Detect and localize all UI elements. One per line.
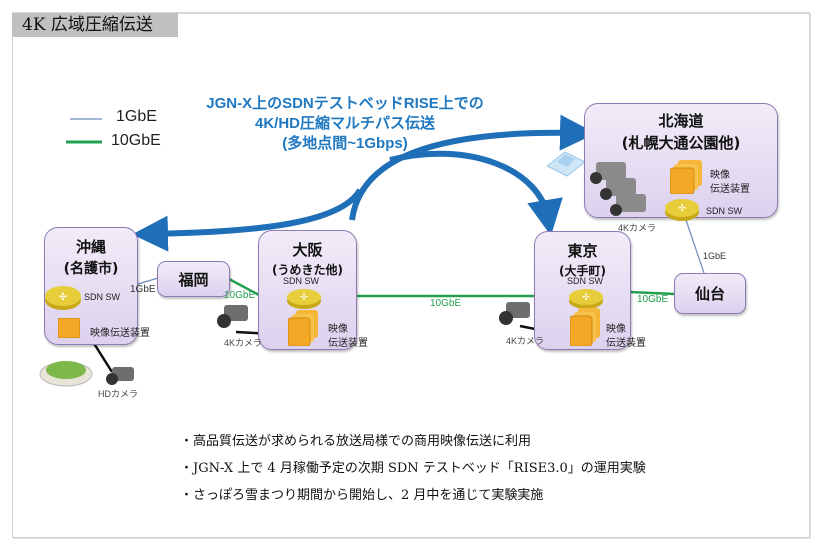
svg-text:✣: ✣ <box>678 204 686 214</box>
switch-label-hokkaido: SDN SW <box>706 206 742 216</box>
encoder-stack-icon <box>669 160 704 195</box>
4k-camera-icon <box>496 300 532 328</box>
stadium-icon <box>38 352 94 388</box>
link-label-osaka-tokyo: 10GbE <box>430 298 462 309</box>
device-label-osaka: 映像 <box>328 324 348 335</box>
site-sub-osaka: (うめきた他) <box>272 263 343 277</box>
link-okinawa-fukuoka <box>137 277 159 285</box>
sdn-switch-icon: ✣ <box>286 286 322 310</box>
4k-camera-icon <box>214 303 250 331</box>
camera-label-okinawa: HDカメラ <box>98 389 138 399</box>
device-label-tokyo: 映像 <box>606 324 626 335</box>
hd-camera-icon <box>104 365 136 387</box>
headline-line-2: 4K/HD圧縮マルチパス伝送 <box>254 115 435 132</box>
slide-frame <box>12 12 810 538</box>
legend-label-1gbe: 1GbE <box>116 108 157 125</box>
site-name-okinawa: 沖縄 <box>75 238 106 256</box>
link-label-hokkaido-sendai: 1GbE <box>703 251 727 261</box>
camera-label-tokyo: 4Kカメラ <box>506 336 545 346</box>
svg-text:✣: ✣ <box>300 293 308 303</box>
headline-line-1: JGN-X上のSDNテストベッドRISE上での <box>206 95 484 112</box>
sdn-switch-icon: ✣ <box>44 283 82 311</box>
arrow-to-tokyo <box>389 150 563 236</box>
camera-label-hokkaido: 4Kカメラ <box>618 223 657 233</box>
encoder-icon <box>57 317 81 339</box>
svg-text:✣: ✣ <box>59 292 67 303</box>
headline: JGN-X上のSDNテストベッドRISE上での 4K/HD圧縮マルチパス伝送 (… <box>180 94 510 154</box>
sdn-switch-icon: ✣ <box>568 286 604 310</box>
page-title: 4K 広域圧縮伝送 <box>22 15 153 35</box>
link-label-tokyo-sendai: 10GbE <box>637 294 669 305</box>
legend-label-10gbe: 10GbE <box>111 132 161 149</box>
switch-label-osaka: SDN SW <box>283 276 319 286</box>
site-name-tokyo: 東京 <box>567 242 598 260</box>
arrow-to-okinawa <box>132 188 363 252</box>
device-label2-hokkaido: 伝送装置 <box>710 184 750 195</box>
site-box-sendai: 仙台 <box>674 273 746 314</box>
headline-line-3: (多地点間~1Gbps) <box>282 135 408 152</box>
device-label2-osaka: 伝送装置 <box>328 338 368 349</box>
link-tokyo-sendai <box>629 290 676 296</box>
link-label-okinawa-fukuoka: 1GbE <box>130 284 156 295</box>
notes-list: ・高品質伝送が求められる放送局様での商用映像伝送に利用 ・JGN-X 上で 4 … <box>180 428 646 509</box>
site-name-hokkaido: 北海道 <box>658 112 704 130</box>
camera-label-osaka: 4Kカメラ <box>224 338 263 348</box>
svg-text:✣: ✣ <box>582 293 590 303</box>
encoder-stack-icon <box>569 308 602 347</box>
site-name-sendai: 仙台 <box>694 285 725 303</box>
note-item: ・高品質伝送が求められる放送局様での商用映像伝送に利用 <box>180 434 532 449</box>
snow-sculpture-icon <box>543 140 588 180</box>
note-item: ・JGN-X 上で 4 月稼働予定の次期 SDN テストベッド「RISE3.0」… <box>180 461 646 476</box>
camera-cluster-icon <box>586 160 648 220</box>
device-label-okinawa: 映像伝送装置 <box>90 328 150 339</box>
site-sub-tokyo: (大手町) <box>559 264 606 278</box>
site-sub-okinawa: (名護市) <box>63 261 119 277</box>
site-box-fukuoka: 福岡 <box>157 261 230 297</box>
switch-label-tokyo: SDN SW <box>567 276 603 286</box>
link-hokkaido-sendai <box>685 219 705 274</box>
device-label-hokkaido: 映像 <box>710 170 730 181</box>
encoder-stack-icon <box>287 310 320 347</box>
site-sub-hokkaido: (札幌大通公園他) <box>621 134 741 152</box>
title-bar <box>12 13 178 37</box>
site-name-osaka: 大阪 <box>292 241 323 259</box>
note-item: ・さっぽろ雪まつり期間から開始し、2 月中を通じて実験実施 <box>180 488 544 503</box>
link-label-fukuoka-osaka: 10GbE <box>224 290 256 301</box>
link-fukuoka-osaka <box>228 277 260 297</box>
switch-label-okinawa: SDN SW <box>84 292 120 302</box>
sdn-switch-icon: ✣ <box>664 196 700 222</box>
site-name-fukuoka: 福岡 <box>178 271 209 289</box>
device-label2-tokyo: 伝送装置 <box>606 338 646 349</box>
